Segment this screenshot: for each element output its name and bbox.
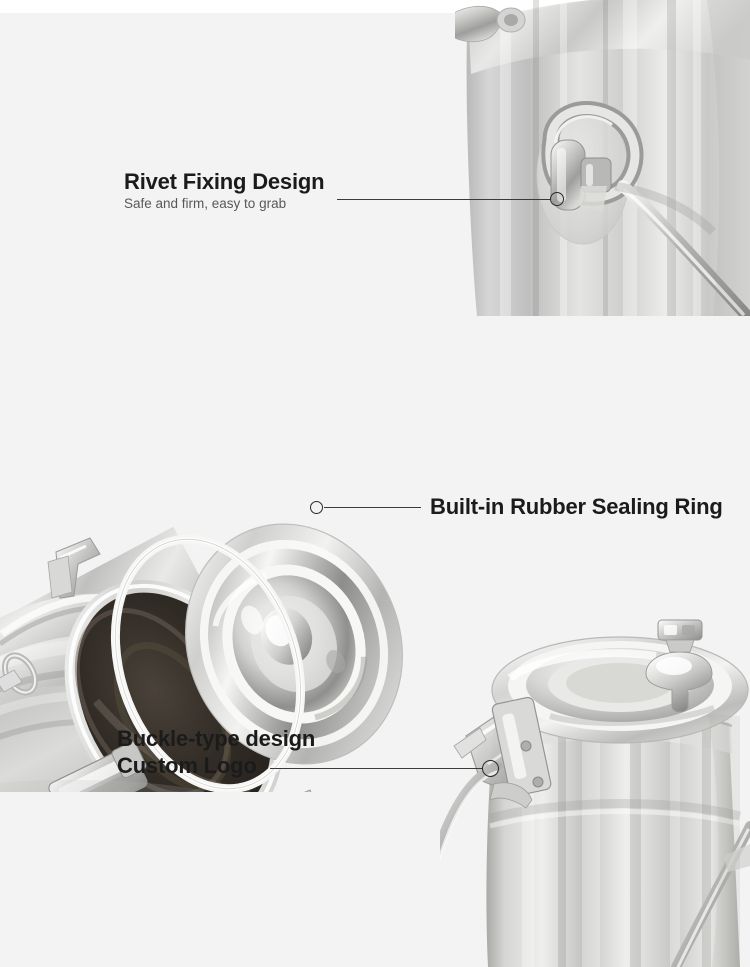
callout-buckle-title-line1: Buckle-type design bbox=[117, 726, 316, 751]
callout-sealing-title: Built-in Rubber Sealing Ring bbox=[430, 494, 723, 519]
callout-rivet-subtitle: Safe and firm, easy to grab bbox=[124, 196, 287, 211]
leader-line-rivet bbox=[337, 199, 551, 200]
marker-dot-rivet bbox=[550, 192, 564, 206]
callout-rivet-fixing: Rivet Fixing Design Safe and firm, easy … bbox=[124, 168, 325, 213]
photo-rivet-fixing bbox=[455, 0, 750, 316]
callout-buckle-design: Buckle-type design Custom Logo bbox=[117, 725, 315, 779]
leader-line-sealing bbox=[324, 507, 421, 508]
callout-buckle-title-line2: Custom Logo bbox=[117, 753, 257, 778]
photo-sealing-ring bbox=[0, 262, 422, 792]
callout-rivet-title: Rivet Fixing Design bbox=[124, 169, 325, 194]
marker-dot-buckle bbox=[482, 760, 499, 777]
photo-buckle-design bbox=[440, 604, 750, 967]
callout-sealing-ring: Built-in Rubber Sealing Ring bbox=[430, 493, 723, 520]
leader-line-buckle bbox=[270, 768, 483, 769]
marker-dot-sealing bbox=[310, 501, 323, 514]
